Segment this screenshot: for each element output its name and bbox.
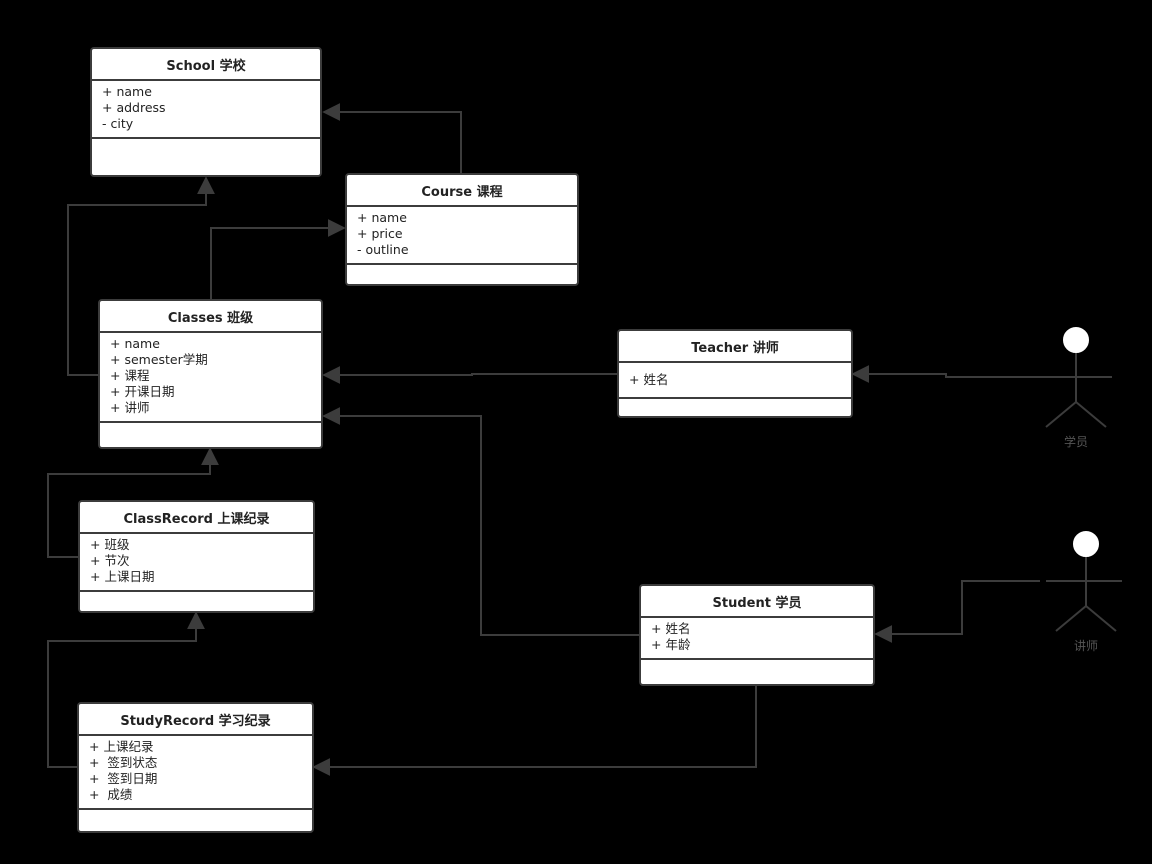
operations-section — [641, 660, 873, 684]
class-name: Teacher 讲师 — [619, 331, 851, 363]
attribute: + 讲师 — [110, 400, 150, 415]
connector-classrecord-to-classes — [47, 447, 219, 558]
actor-label: 讲师 — [1073, 639, 1098, 653]
actor-top[interactable]: 学员 — [1036, 325, 1116, 455]
attribute: + 班级 — [90, 537, 130, 552]
class-box-student[interactable]: Student 学员 + 姓名 + 年龄 — [639, 584, 875, 686]
connector-course-to-school — [322, 103, 462, 173]
class-box-course[interactable]: Course 课程 + name + price - outline — [345, 173, 579, 286]
class-box-studyrecord[interactable]: StudyRecord 学习纪录 + 上课纪录 + 签到状态 + 签到日期 + … — [77, 702, 314, 833]
attribute: + address — [102, 100, 166, 115]
connector-student-to-classes — [322, 407, 640, 636]
connector-actor-to-teacher — [851, 365, 1040, 383]
attribute: + 上课纪录 — [89, 739, 154, 754]
actor-label: 学员 — [1063, 435, 1088, 449]
attribute: + 年龄 — [651, 637, 691, 652]
connector-student-to-studyrecord — [312, 686, 757, 776]
operations-section — [619, 399, 851, 416]
actor-bottom[interactable]: 讲师 — [1040, 529, 1126, 659]
stick-figure-icon — [1040, 531, 1122, 632]
operations-section — [80, 592, 313, 611]
class-box-classes[interactable]: Classes 班级 + name + semester学期 + 课程 + 开课… — [98, 299, 323, 449]
attribute-list: + 班级 + 节次 + 上课日期 — [80, 534, 313, 592]
connector-actor-to-student — [874, 580, 1040, 643]
attribute: + 姓名 — [629, 372, 669, 387]
attribute: + 签到日期 — [89, 771, 158, 786]
class-name: Course 课程 — [347, 175, 577, 207]
attribute: - city — [102, 116, 134, 131]
attribute-list: + 上课纪录 + 签到状态 + 签到日期 + 成绩 — [79, 736, 312, 810]
attribute: + name — [102, 84, 152, 99]
operations-section — [347, 265, 577, 284]
attribute: + price — [357, 226, 403, 241]
attribute-list: + name + price - outline — [347, 207, 577, 265]
attribute-list: + 姓名 — [619, 363, 851, 399]
class-name: Student 学员 — [641, 586, 873, 618]
attribute: + semester学期 — [110, 352, 208, 367]
operations-section — [79, 810, 312, 831]
attribute: + 开课日期 — [110, 384, 175, 399]
connector-studyrecord-to-classrecord — [47, 611, 205, 768]
attribute: + name — [357, 210, 407, 225]
class-box-teacher[interactable]: Teacher 讲师 + 姓名 — [617, 329, 853, 418]
attribute: + 上课日期 — [90, 569, 155, 584]
attribute: - outline — [357, 242, 409, 257]
class-name: StudyRecord 学习纪录 — [79, 704, 312, 736]
connector-classes-to-school — [67, 176, 215, 376]
attribute: + 节次 — [90, 553, 130, 568]
class-name: ClassRecord 上课纪录 — [80, 502, 313, 534]
class-name: School 学校 — [92, 49, 320, 81]
attribute: + name — [110, 336, 160, 351]
class-box-classrecord[interactable]: ClassRecord 上课纪录 + 班级 + 节次 + 上课日期 — [78, 500, 315, 613]
connector-classes-to-course — [210, 219, 346, 299]
attribute-list: + name + semester学期 + 课程 + 开课日期 + 讲师 — [100, 333, 321, 423]
stick-figure-icon — [1040, 327, 1112, 428]
attribute: + 成绩 — [89, 787, 133, 802]
operations-section — [92, 139, 320, 175]
class-box-school[interactable]: School 学校 + name + address - city — [90, 47, 322, 177]
attribute: + 姓名 — [651, 621, 691, 636]
class-name: Classes 班级 — [100, 301, 321, 333]
attribute: + 课程 — [110, 368, 150, 383]
attribute-list: + name + address - city — [92, 81, 320, 139]
connector-teacher-to-classes — [322, 366, 618, 384]
operations-section — [100, 423, 321, 447]
attribute-list: + 姓名 + 年龄 — [641, 618, 873, 660]
attribute: + 签到状态 — [89, 755, 158, 770]
